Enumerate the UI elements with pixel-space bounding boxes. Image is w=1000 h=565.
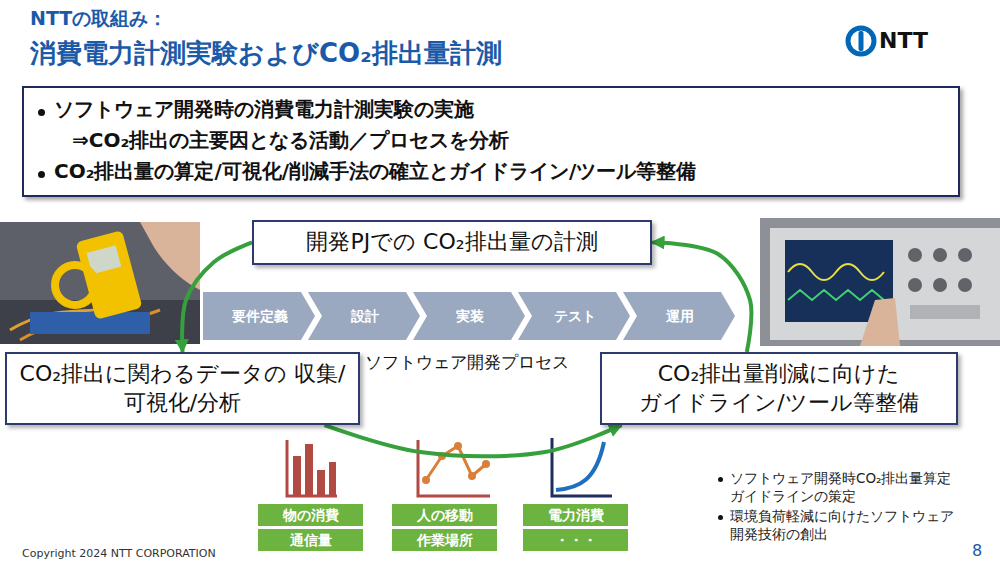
waveform xyxy=(788,290,884,300)
chart-point xyxy=(422,476,430,484)
node-text: テスト xyxy=(554,308,596,325)
chevron-shape xyxy=(623,292,735,340)
process-box: CO₂排出に関わるデータの 収集/可視化/分析 xyxy=(5,352,360,425)
node-text: 物の消費 xyxy=(258,504,363,526)
process-step: 要件定義 xyxy=(203,292,315,340)
chart-point xyxy=(454,442,462,450)
chart-point xyxy=(482,460,490,468)
bullet-text: ⇒CO₂排出の主要因となる活動／プロセスを分析 xyxy=(24,125,948,156)
chart-point xyxy=(468,472,476,480)
chart-axis xyxy=(418,440,490,496)
oscilloscope-photo xyxy=(760,218,1000,346)
node-text: 電力消費 xyxy=(523,504,628,526)
node-text: 通信量 xyxy=(258,529,363,551)
bullet-dot xyxy=(38,171,45,178)
bar-chart-icon xyxy=(287,440,337,496)
chevron-shape xyxy=(308,292,420,340)
bullet-text: ソフトウェア開発時の消費電力計測実験の実施 xyxy=(24,94,948,125)
chart-bar xyxy=(305,444,313,496)
button-row xyxy=(910,305,980,319)
chart-axis xyxy=(287,440,337,496)
node-text: 設計 xyxy=(351,308,379,325)
bullet-dot xyxy=(718,515,723,520)
hand xyxy=(860,298,900,346)
category-tag: 電力消費 xyxy=(523,504,628,526)
chart-bar xyxy=(329,462,336,496)
copyright: Copyright 2024 NTT CORPORATION xyxy=(22,547,216,561)
logo-text: NTT xyxy=(879,27,928,56)
logo-bar xyxy=(859,31,864,51)
device-board xyxy=(30,312,150,334)
knob xyxy=(933,248,947,262)
knob xyxy=(908,278,922,292)
knob xyxy=(958,248,972,262)
node-text: 作業場所 xyxy=(392,529,497,551)
knob xyxy=(958,278,972,292)
slide-title: 消費電力計測実験およびCO₂排出量計測 xyxy=(30,36,502,71)
waveform xyxy=(788,264,884,280)
process-step: 設計 xyxy=(308,292,420,340)
chart-bar xyxy=(317,470,325,496)
node-text: ・・・ xyxy=(523,529,628,551)
logo-mark xyxy=(848,28,874,54)
process-box: CO₂排出量削減に向けた ガイドライン/ツール等整備 xyxy=(600,352,958,425)
bullet-dot xyxy=(38,109,45,116)
photo-ground xyxy=(0,222,200,344)
bullet-text: CO₂排出量の算定/可視化/削減手法の確立とガイドライン/ツール等整備 xyxy=(24,156,948,187)
section-header: NTTの取組み： xyxy=(30,6,167,31)
hand xyxy=(140,222,200,290)
process-step: テスト xyxy=(518,292,630,340)
cycle-arrow xyxy=(325,425,622,456)
note-item: ソフトウェア開発時CO₂排出量算定ガイドラインの策定 xyxy=(730,470,965,505)
process-step: 実装 xyxy=(413,292,525,340)
node-text: 実装 xyxy=(456,308,484,325)
category-tag: 物の消費 xyxy=(258,504,363,526)
category-tag: 人の移動 xyxy=(392,504,497,526)
process-caption: ソフトウェア開発プロセス xyxy=(365,351,569,373)
chart-bar xyxy=(293,456,301,496)
knob xyxy=(908,248,922,262)
photo-ground xyxy=(760,218,1000,346)
node-text: 開発PJでの CO₂排出量の計測 xyxy=(266,228,638,257)
category-tag: 作業場所 xyxy=(392,529,497,551)
line-chart-icon xyxy=(418,440,490,496)
knob xyxy=(933,278,947,292)
logo-ring xyxy=(848,28,874,54)
node-text: 人の移動 xyxy=(392,504,497,526)
note-item: 環境負荷軽減に向けたソフトウェア開発技術の創出 xyxy=(730,508,965,543)
wire xyxy=(20,310,160,340)
node-text: 要件定義 xyxy=(232,308,288,325)
node-text: CO₂排出量削減に向けた ガイドライン/ツール等整備 xyxy=(614,360,944,417)
chevron-shape xyxy=(518,292,630,340)
node-text: 運用 xyxy=(666,308,694,325)
process-box: 開発PJでの CO₂排出量の計測 xyxy=(252,220,652,265)
summary-box: ソフトウェア開発時の消費電力計測実験の実施⇒CO₂排出の主要因となる活動／プロセ… xyxy=(22,86,960,197)
bullet-dot xyxy=(718,477,723,482)
clamp-meter-photo xyxy=(0,222,200,344)
node-text: CO₂排出に関わるデータの 収集/可視化/分析 xyxy=(19,360,346,417)
category-tag: 通信量 xyxy=(258,529,363,551)
chevron-shape xyxy=(413,292,525,340)
chevron-shape xyxy=(203,292,315,340)
category-tag: ・・・ xyxy=(523,529,628,551)
chart-line xyxy=(426,446,486,480)
meter-clamp xyxy=(55,265,95,305)
process-step: 運用 xyxy=(623,292,735,340)
page-number: 8 xyxy=(972,541,982,562)
